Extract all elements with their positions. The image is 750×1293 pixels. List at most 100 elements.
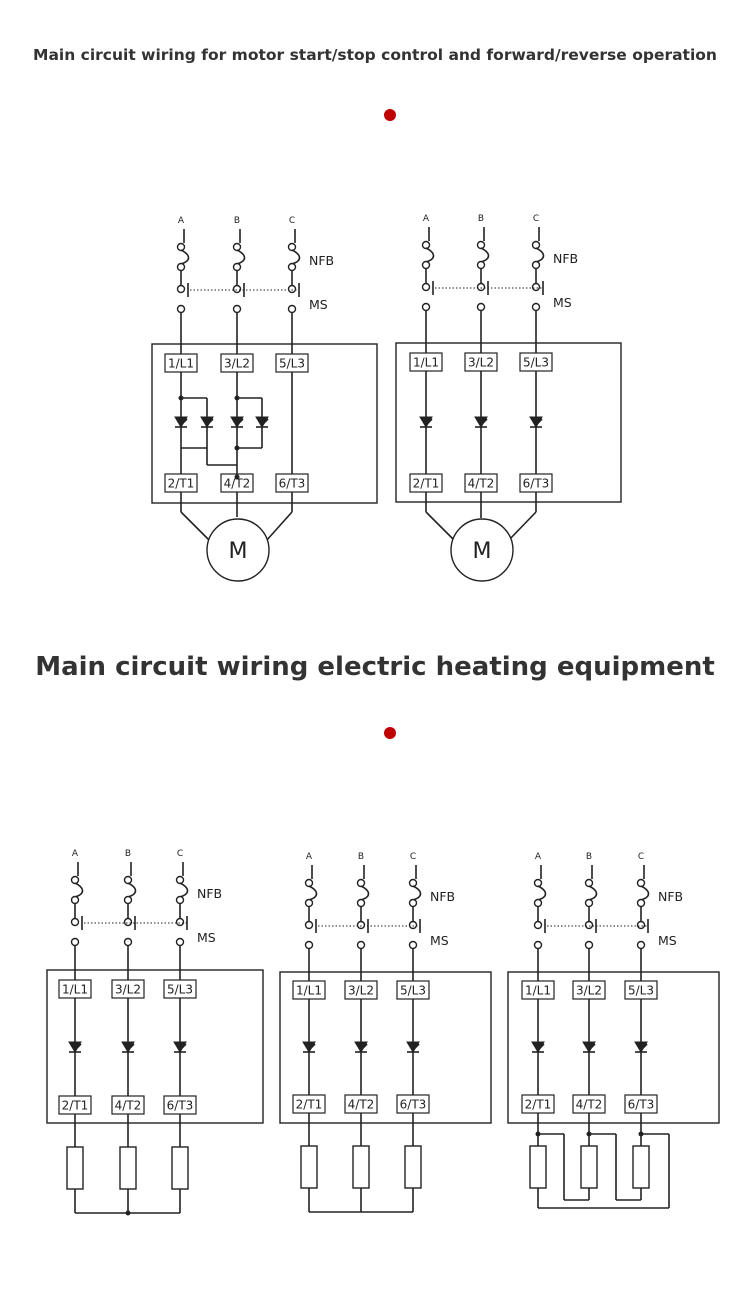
nfb-contact-top (421, 240, 431, 250)
output-terminal: 4/T2 (115, 1099, 142, 1113)
ms-contact-top (421, 282, 431, 292)
thyristor-icon (121, 1041, 135, 1053)
nfb-contact-top (232, 242, 242, 252)
nfb-arc (537, 885, 547, 901)
thyristor-icon (406, 1041, 420, 1053)
output-terminal: 2/T1 (62, 1099, 89, 1113)
ms-label: MS (197, 930, 216, 945)
nfb-arc (480, 247, 490, 263)
ms-contact-top (531, 282, 541, 292)
ms-label: MS (553, 295, 572, 310)
controller-box (46, 969, 264, 1124)
motor-icon (450, 518, 514, 582)
thyristor-gate (208, 418, 214, 424)
output-terminal: 6/T3 (279, 477, 306, 491)
input-terminal: 3/L2 (576, 984, 602, 998)
input-terminal: 5/L3 (279, 357, 305, 371)
carousel-dots-2 (384, 727, 408, 739)
output-terminal: 6/T3 (628, 1098, 655, 1112)
thyristor-gate (642, 1043, 648, 1049)
resistor-icon (404, 1145, 422, 1189)
phase-label-C: C (289, 216, 295, 226)
nfb-contact-bottom (123, 895, 133, 905)
thyristor-icon (200, 416, 214, 428)
ms-contact-bottom (175, 937, 185, 947)
ms-contact-top (584, 920, 594, 930)
ms-contact-bottom (636, 940, 646, 950)
input-terminal: 1/L1 (525, 984, 551, 998)
nfb-contact-bottom (287, 262, 297, 272)
nfb-contact-bottom (176, 262, 186, 272)
w (425, 511, 456, 542)
motor-label: M (229, 539, 248, 564)
nfb-contact-top (123, 875, 133, 885)
input-terminal: 1/L1 (413, 356, 439, 370)
thyristor-icon (174, 416, 188, 428)
ms-contact-top (636, 920, 646, 930)
resistor-icon (119, 1146, 137, 1190)
nfb-arc (291, 249, 301, 265)
thyristor-gate (182, 418, 188, 424)
ms-contact-bottom (70, 937, 80, 947)
nfb-contact-top (531, 240, 541, 250)
nfb-contact-bottom (636, 898, 646, 908)
nfb-contact-bottom (304, 898, 314, 908)
phase-label-B: B (125, 849, 131, 859)
input-terminal: 5/L3 (167, 983, 193, 997)
nfb-contact-top (304, 878, 314, 888)
phase-label-A: A (178, 216, 185, 226)
output-terminal: 4/T2 (468, 477, 495, 491)
controller-box (151, 343, 378, 504)
thyristor-icon (634, 1041, 648, 1053)
ms-contact-bottom (287, 304, 297, 314)
input-terminal: 3/L2 (468, 356, 494, 370)
nfb-arc (127, 882, 137, 898)
dot-active (384, 727, 396, 739)
phase-label-A: A (423, 214, 430, 224)
ms-contact-bottom (304, 940, 314, 950)
nfb-label: NFB (197, 886, 222, 901)
nfb-arc (180, 249, 190, 265)
nfb-contact-bottom (356, 898, 366, 908)
thyristor-icon (474, 416, 488, 428)
phase-label-C: C (638, 852, 644, 862)
thyristor-gate (310, 1043, 316, 1049)
nfb-contact-bottom (408, 898, 418, 908)
thyristor-gate (537, 418, 543, 424)
nfb-contact-bottom (70, 895, 80, 905)
controller-box (395, 342, 622, 503)
phase-label-A: A (306, 852, 313, 862)
nfb-contact-top (636, 878, 646, 888)
ms-contact-bottom (356, 940, 366, 950)
nfb-contact-top (70, 875, 80, 885)
ms-contact-top (533, 920, 543, 930)
heating-wiring-heading: Main circuit wiring electric heating equ… (35, 652, 715, 682)
ms-contact-top (476, 282, 486, 292)
ms-label: MS (658, 933, 677, 948)
ms-contact-bottom (531, 302, 541, 312)
nfb-contact-top (356, 878, 366, 888)
controller-box (279, 971, 492, 1124)
ms-contact-bottom (232, 304, 242, 314)
nfb-contact-top (533, 878, 543, 888)
junction-dot (178, 395, 184, 401)
output-terminal: 6/T3 (167, 1099, 194, 1113)
thyristor-gate (414, 1043, 420, 1049)
thyristor-gate (539, 1043, 545, 1049)
ms-contact-top (175, 917, 185, 927)
ms-contact-bottom (176, 304, 186, 314)
ms-contact-top (356, 920, 366, 930)
resistor-icon (66, 1146, 84, 1190)
output-terminal: 2/T1 (525, 1098, 552, 1112)
phase-label-A: A (72, 849, 79, 859)
input-terminal: 3/L2 (224, 357, 250, 371)
nfb-contact-bottom (175, 895, 185, 905)
thyristor-icon (529, 416, 543, 428)
nfb-arc (360, 885, 370, 901)
thyristor-icon (531, 1041, 545, 1053)
input-terminal: 5/L3 (400, 984, 426, 998)
